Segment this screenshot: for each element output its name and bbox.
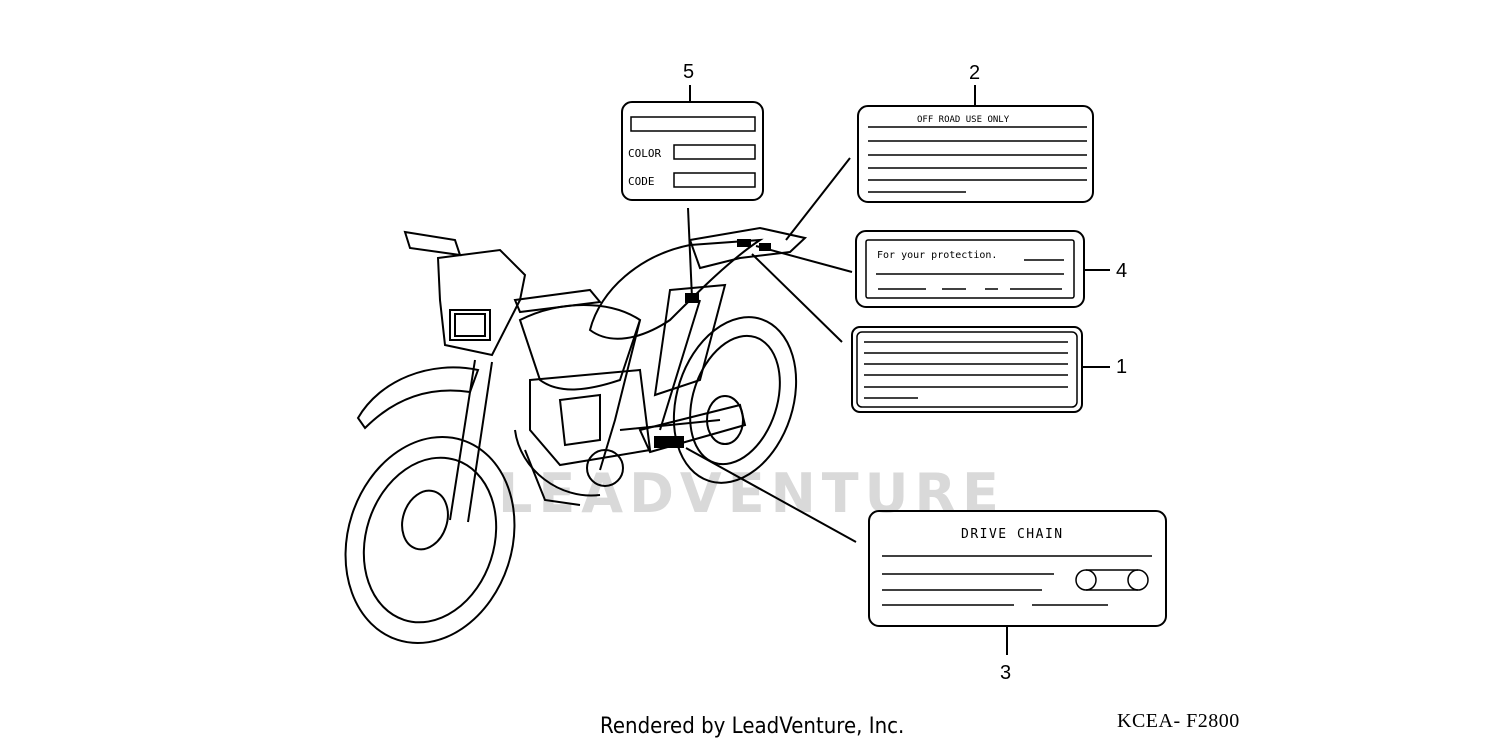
callout-3: 3 xyxy=(1000,662,1011,684)
leader-lines xyxy=(685,85,1110,655)
label-2-off-road xyxy=(857,105,1094,203)
diagram-code: KCEA- F2800 xyxy=(1117,710,1240,732)
callout-1: 1 xyxy=(1116,356,1127,378)
label-1-warning xyxy=(851,326,1083,413)
label-2-title: OFF ROAD USE ONLY xyxy=(917,115,1010,125)
label-3-drive-chain xyxy=(868,510,1167,627)
label-5-code-text: CODE xyxy=(628,175,655,188)
label-5-color-code xyxy=(621,101,764,201)
callout-5: 5 xyxy=(683,61,694,83)
label-4-protection xyxy=(855,230,1085,308)
label-3-title: DRIVE CHAIN xyxy=(961,527,1064,542)
callout-2: 2 xyxy=(969,62,980,84)
label-5-color-text: COLOR xyxy=(628,147,661,160)
rendered-by-footer: Rendered by LeadVenture, Inc. xyxy=(600,714,905,739)
callout-4: 4 xyxy=(1116,260,1127,282)
label-4-title: For your protection. xyxy=(877,250,997,261)
watermark-text: LEADVENTURE xyxy=(498,462,1005,525)
motorcycle-illustration xyxy=(344,226,808,645)
